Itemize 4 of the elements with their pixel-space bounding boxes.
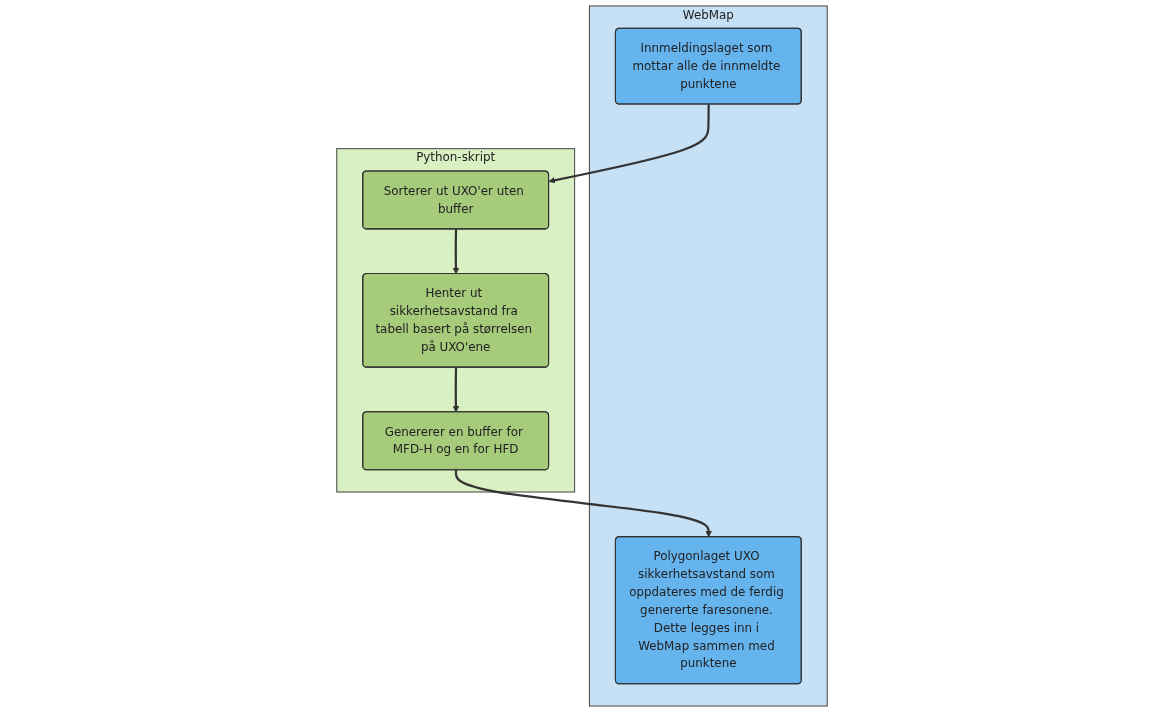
arrow [452,367,460,413]
arrow [452,229,460,275]
arrow [454,470,712,538]
arrow [548,104,710,184]
